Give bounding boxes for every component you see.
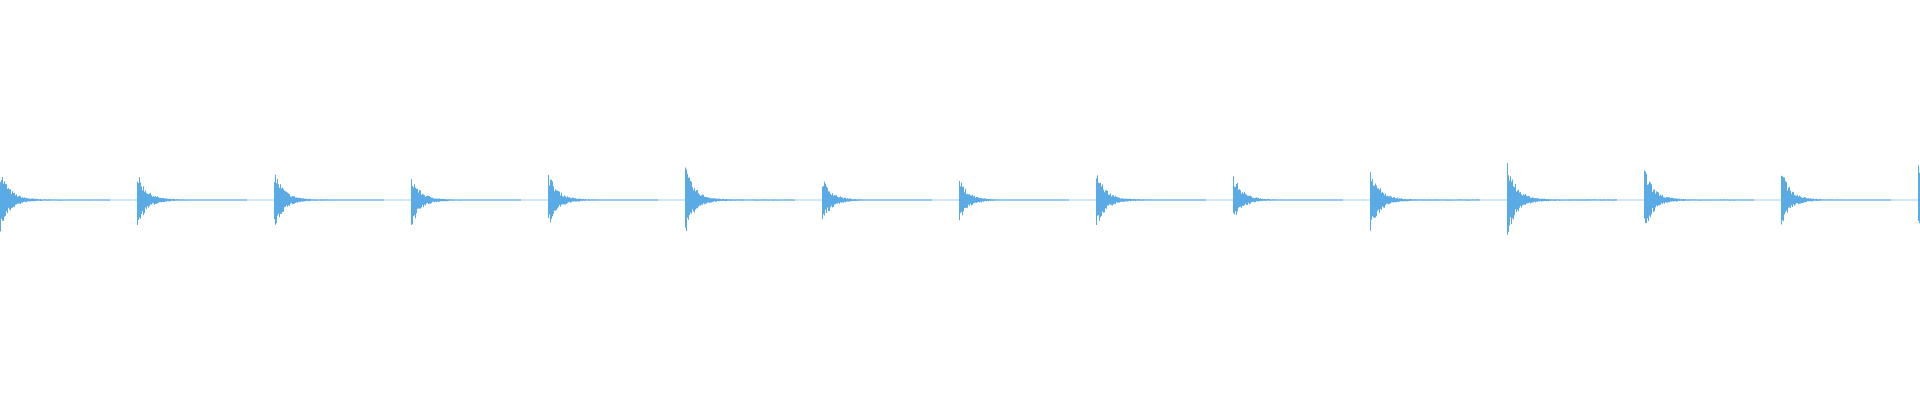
waveform-transient (1096, 175, 1206, 225)
waveform-transient (1507, 163, 1617, 235)
waveform-transient (0, 177, 110, 232)
waveform-transient (822, 181, 932, 220)
waveform-transient (1781, 175, 1891, 225)
waveform-transient (959, 181, 1069, 221)
waveform-transient (1918, 165, 1920, 224)
waveform-transient (274, 174, 384, 225)
waveform-transient (685, 167, 795, 232)
waveform-transient (1233, 176, 1343, 215)
waveform-transient (1644, 170, 1754, 224)
waveform-transient (548, 174, 658, 223)
waveform-transient (1370, 172, 1480, 231)
waveform-transient (137, 177, 247, 225)
waveform-transient (411, 179, 521, 225)
